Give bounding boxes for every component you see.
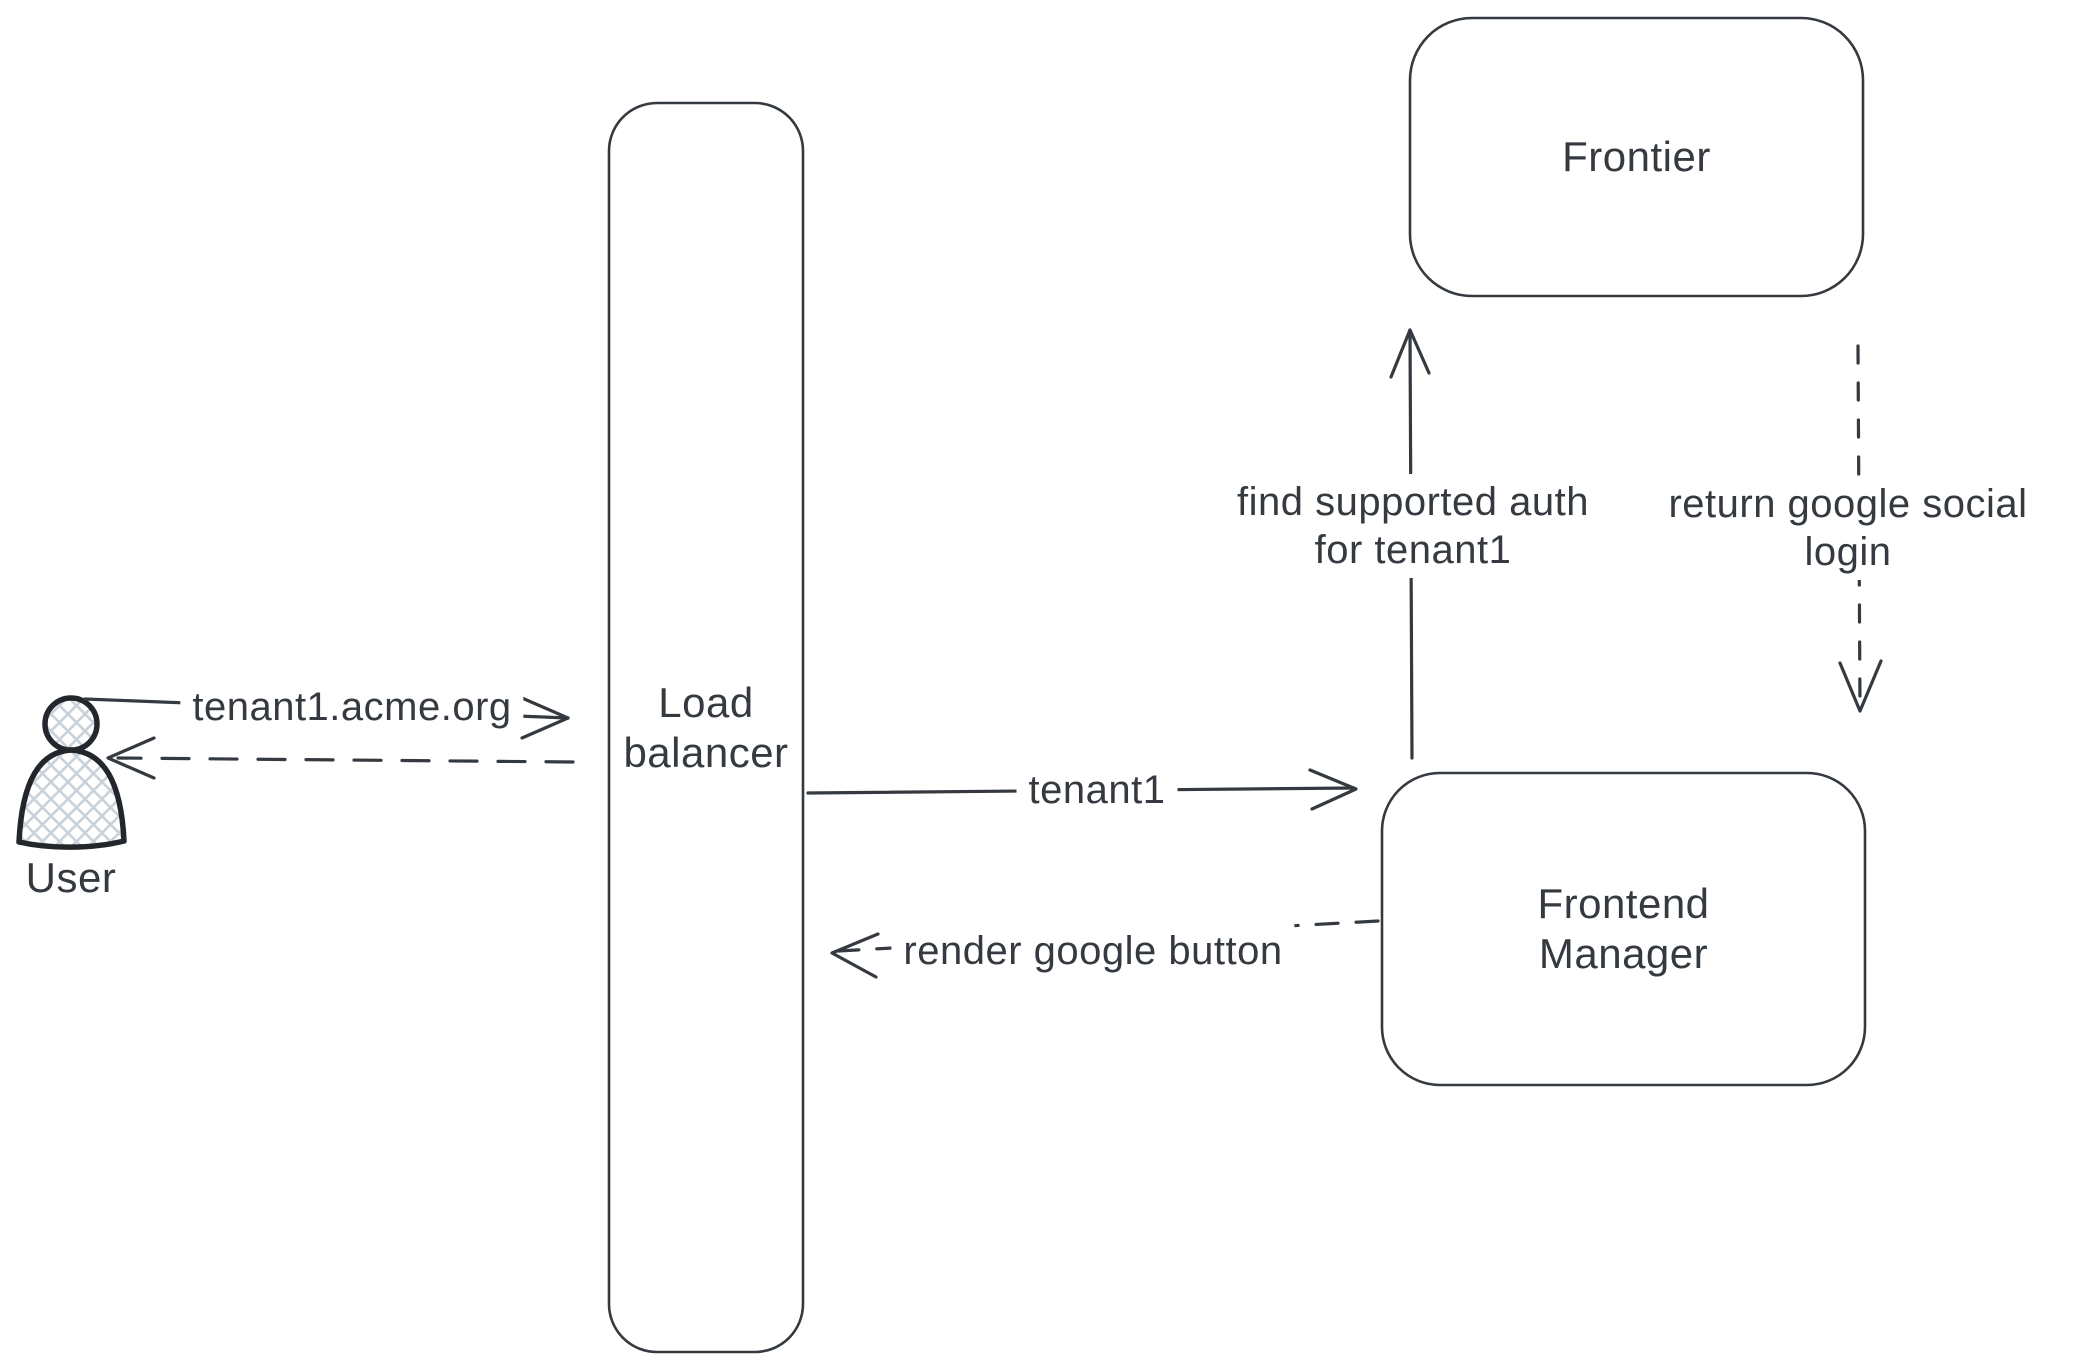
arrow-label-find-supported-auth-line1: find supported auth <box>1237 480 1589 524</box>
user-body <box>16 747 127 850</box>
frontend-manager-box <box>1380 771 1867 1087</box>
arrow-label-tenant1: tenant1 <box>1016 762 1178 818</box>
arrow-label-render-google-button: render google button <box>891 923 1295 979</box>
arrow-loadbalancer-to-user <box>106 736 575 780</box>
arrowhead-right-icon <box>520 696 570 740</box>
arrow-label-tenant1-acme-org: tenant1.acme.org <box>180 679 524 735</box>
user-icon <box>16 695 127 850</box>
arrowhead-left-icon <box>106 736 156 780</box>
arrowhead-up-icon <box>1389 328 1431 379</box>
arrow-label-return-google-social-line2: login <box>1804 530 1892 574</box>
arrow-label-return-google-social-login: return google social login <box>1656 476 2040 580</box>
arrow-frontier-to-frontendmanager <box>1838 344 1883 713</box>
arrowhead-right-icon <box>1308 768 1358 811</box>
arrow-label-find-supported-auth-line2: for tenant1 <box>1314 528 1512 572</box>
load-balancer-box <box>607 101 805 1354</box>
arrowhead-down-icon <box>1838 659 1883 713</box>
arrow-label-return-google-social-line1: return google social <box>1668 482 2028 526</box>
frontier-box <box>1408 16 1865 298</box>
arrowhead-left-icon <box>830 932 880 979</box>
user-label: User <box>25 854 117 901</box>
arrow-label-find-supported-auth: find supported auth for tenant1 <box>1225 474 1601 578</box>
user-head <box>42 695 100 753</box>
